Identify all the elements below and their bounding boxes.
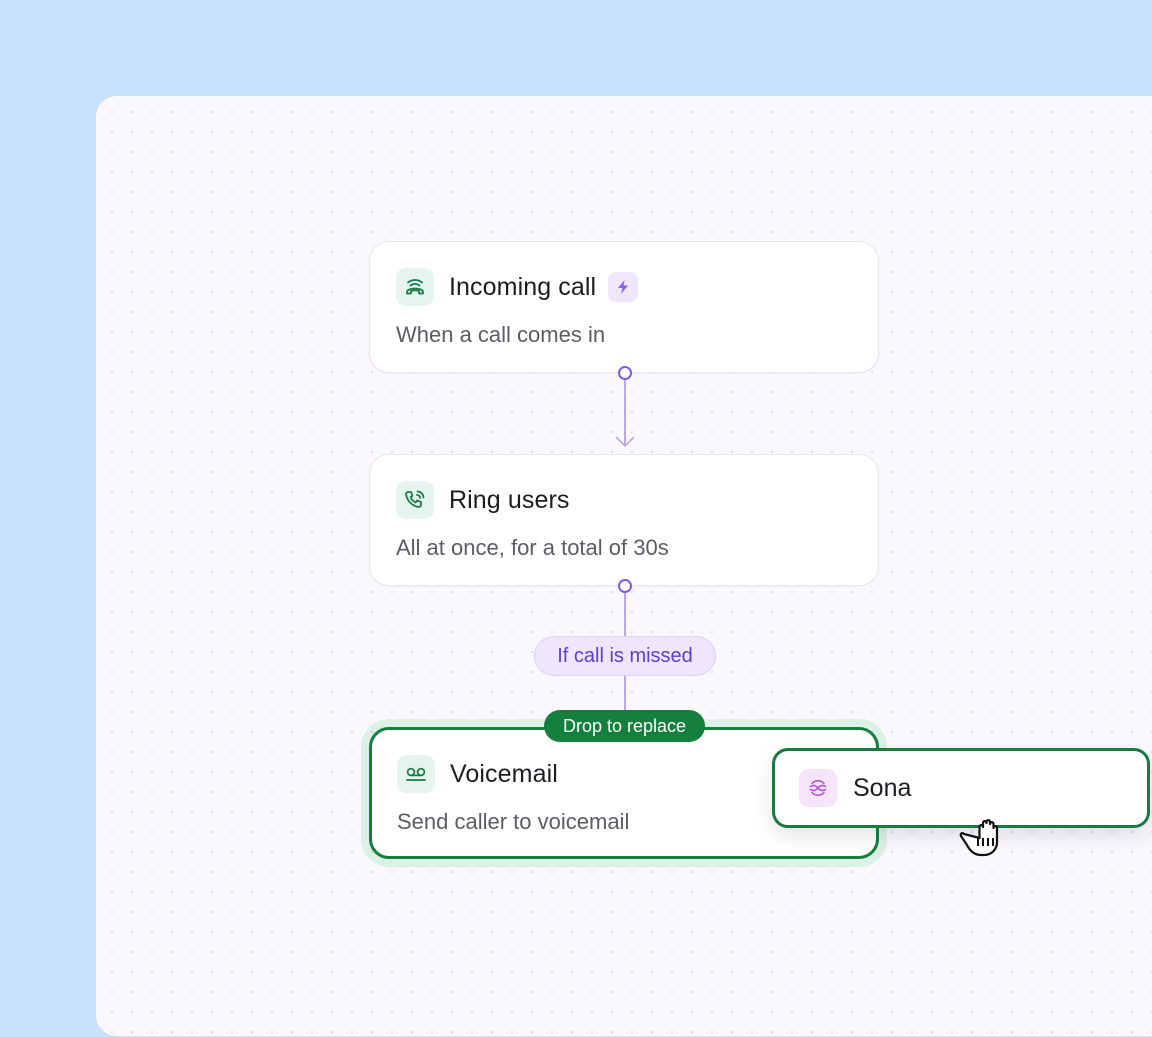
- sona-ai-icon: [799, 769, 837, 807]
- node-subtitle: Send caller to voicemail: [397, 809, 630, 834]
- lightning-icon: [608, 272, 639, 302]
- connector-line: [624, 593, 626, 637]
- node-title: Ring users: [449, 485, 570, 514]
- connector-line: [624, 380, 626, 446]
- node-ring-users[interactable]: Ring users All at once, for a total of 3…: [369, 454, 879, 586]
- drop-to-replace-badge: Drop to replace: [544, 710, 705, 742]
- dragged-item-title: Sona: [853, 773, 912, 802]
- output-port[interactable]: [618, 579, 632, 593]
- condition-label[interactable]: If call is missed: [534, 636, 716, 676]
- phone-incoming-icon: [396, 268, 434, 306]
- node-subtitle: When a call comes in: [396, 322, 606, 347]
- node-incoming-call[interactable]: Incoming call When a call comes in: [369, 241, 879, 373]
- output-port[interactable]: [618, 366, 632, 380]
- dragged-sona-card[interactable]: Sona: [772, 748, 1150, 828]
- voicemail-icon: [397, 755, 435, 793]
- phone-ringing-icon: [396, 481, 434, 519]
- node-subtitle: All at once, for a total of 30s: [396, 535, 669, 560]
- grab-cursor-icon: [959, 819, 999, 857]
- arrow-down-icon: [615, 436, 635, 448]
- node-title: Incoming call: [449, 272, 597, 301]
- connector-line: [624, 676, 626, 712]
- node-title: Voicemail: [450, 759, 558, 788]
